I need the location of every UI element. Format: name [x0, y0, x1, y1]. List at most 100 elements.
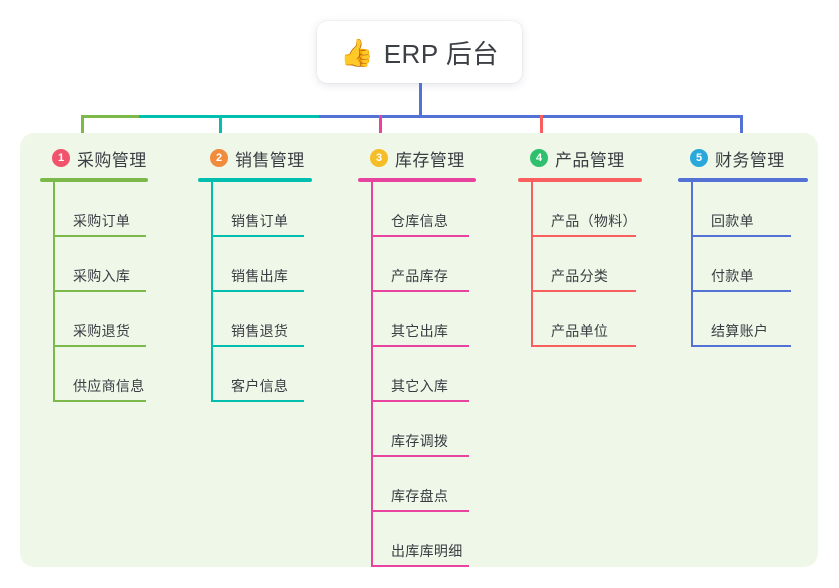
list-item-label: 销售出库: [231, 268, 289, 284]
list-item-underline: [371, 510, 469, 512]
list-item[interactable]: 销售订单: [198, 182, 312, 237]
list-item[interactable]: 出库库明细: [358, 512, 476, 567]
list-item[interactable]: 其它出库: [358, 292, 476, 347]
thumbs-up-icon: 👍: [340, 37, 374, 68]
branch-title-5: 财务管理: [715, 150, 785, 170]
branch-header-4[interactable]: 4 产品管理: [518, 145, 642, 171]
list-item-underline: [691, 345, 791, 347]
branch-drop: [540, 115, 543, 148]
list-item-label: 库存调拨: [391, 433, 449, 449]
branches-panel: [20, 133, 818, 567]
list-item-label: 客户信息: [231, 378, 289, 394]
list-item-label: 付款单: [711, 268, 754, 284]
list-item[interactable]: 产品（物料）: [518, 182, 642, 237]
branch-column-5: 5 财务管理 回款单 付款单 结算账户: [678, 145, 808, 347]
branch-badge-4: 4: [530, 149, 548, 167]
list-item-label: 采购退货: [73, 323, 131, 339]
list-item-underline: [53, 235, 146, 237]
branch-title-3: 库存管理: [395, 150, 465, 170]
branch-spine-2: [211, 182, 213, 402]
list-item-underline: [371, 345, 469, 347]
root-stem: [419, 83, 422, 117]
list-item[interactable]: 产品单位: [518, 292, 642, 347]
branch-drop: [740, 115, 743, 148]
list-item[interactable]: 客户信息: [198, 347, 312, 402]
root-node-card[interactable]: 👍 ERP 后台: [317, 21, 522, 83]
bus-segment: [81, 115, 141, 118]
list-item-underline: [53, 400, 146, 402]
branch-spine-4: [531, 182, 533, 347]
branch-badge-2: 2: [210, 149, 228, 167]
branch-badge-1: 1: [52, 149, 70, 167]
list-item[interactable]: 库存盘点: [358, 457, 476, 512]
branch-spine-3: [371, 182, 373, 567]
list-item-label: 供应商信息: [73, 378, 145, 394]
list-item-label: 出库库明细: [391, 543, 463, 559]
branch-column-1: 1 采购管理 采购订单 采购入库 采购退货 供应商信息: [40, 145, 148, 402]
bus-segment: [319, 115, 743, 118]
list-item-underline: [53, 345, 146, 347]
list-item-label: 销售退货: [231, 323, 289, 339]
list-item-underline: [691, 290, 791, 292]
bus-segment: [139, 115, 321, 118]
list-item-underline: [211, 400, 304, 402]
branch-column-2: 2 销售管理 销售订单 销售出库 销售退货 客户信息: [198, 145, 312, 402]
list-item[interactable]: 产品分类: [518, 237, 642, 292]
list-item[interactable]: 产品库存: [358, 237, 476, 292]
list-item[interactable]: 付款单: [678, 237, 808, 292]
list-item[interactable]: 仓库信息: [358, 182, 476, 237]
list-item-underline: [371, 565, 469, 567]
list-item-underline: [531, 290, 636, 292]
branch-underline-2: [198, 178, 312, 182]
branch-underline-5: [678, 178, 808, 182]
branch-header-1[interactable]: 1 采购管理: [40, 145, 148, 171]
list-item-label: 产品分类: [551, 268, 609, 284]
list-item[interactable]: 采购入库: [40, 237, 148, 292]
branch-header-5[interactable]: 5 财务管理: [678, 145, 808, 171]
branch-items-4: 产品（物料） 产品分类 产品单位: [518, 182, 642, 347]
branch-items-5: 回款单 付款单 结算账户: [678, 182, 808, 347]
list-item-label: 产品单位: [551, 323, 609, 339]
branch-items-1: 采购订单 采购入库 采购退货 供应商信息: [40, 182, 148, 402]
branch-badge-3: 3: [370, 149, 388, 167]
list-item-underline: [691, 235, 791, 237]
branch-drop: [219, 115, 222, 148]
list-item[interactable]: 销售出库: [198, 237, 312, 292]
branch-header-2[interactable]: 2 销售管理: [198, 145, 312, 171]
list-item-underline: [211, 345, 304, 347]
list-item[interactable]: 结算账户: [678, 292, 808, 347]
list-item-label: 结算账户: [711, 323, 769, 339]
list-item-label: 回款单: [711, 213, 754, 229]
list-item-underline: [371, 455, 469, 457]
branch-header-3[interactable]: 3 库存管理: [358, 145, 476, 171]
list-item-label: 采购订单: [73, 213, 131, 229]
list-item-underline: [211, 235, 304, 237]
branch-title-4: 产品管理: [555, 150, 625, 170]
list-item[interactable]: 供应商信息: [40, 347, 148, 402]
list-item[interactable]: 回款单: [678, 182, 808, 237]
list-item-underline: [371, 400, 469, 402]
list-item-underline: [531, 345, 636, 347]
list-item[interactable]: 其它入库: [358, 347, 476, 402]
branch-spine-1: [53, 182, 55, 402]
list-item[interactable]: 采购退货: [40, 292, 148, 347]
branch-spine-5: [691, 182, 693, 347]
list-item[interactable]: 采购订单: [40, 182, 148, 237]
list-item[interactable]: 库存调拨: [358, 402, 476, 457]
branch-badge-5: 5: [690, 149, 708, 167]
root-node-title: ERP 后台: [383, 38, 499, 69]
list-item-underline: [211, 290, 304, 292]
list-item-label: 仓库信息: [391, 213, 449, 229]
list-item-underline: [531, 235, 636, 237]
branch-items-3: 仓库信息 产品库存 其它出库 其它入库 库存调拨 库存盘点 出库库明细: [358, 182, 476, 567]
list-item-label: 其它出库: [391, 323, 449, 339]
list-item[interactable]: 销售退货: [198, 292, 312, 347]
list-item-label: 库存盘点: [391, 488, 449, 504]
branch-title-2: 销售管理: [235, 150, 305, 170]
branch-underline-4: [518, 178, 642, 182]
branch-drop: [81, 115, 84, 148]
branch-underline-1: [40, 178, 148, 182]
branch-column-4: 4 产品管理 产品（物料） 产品分类 产品单位: [518, 145, 642, 347]
list-item-underline: [371, 290, 469, 292]
